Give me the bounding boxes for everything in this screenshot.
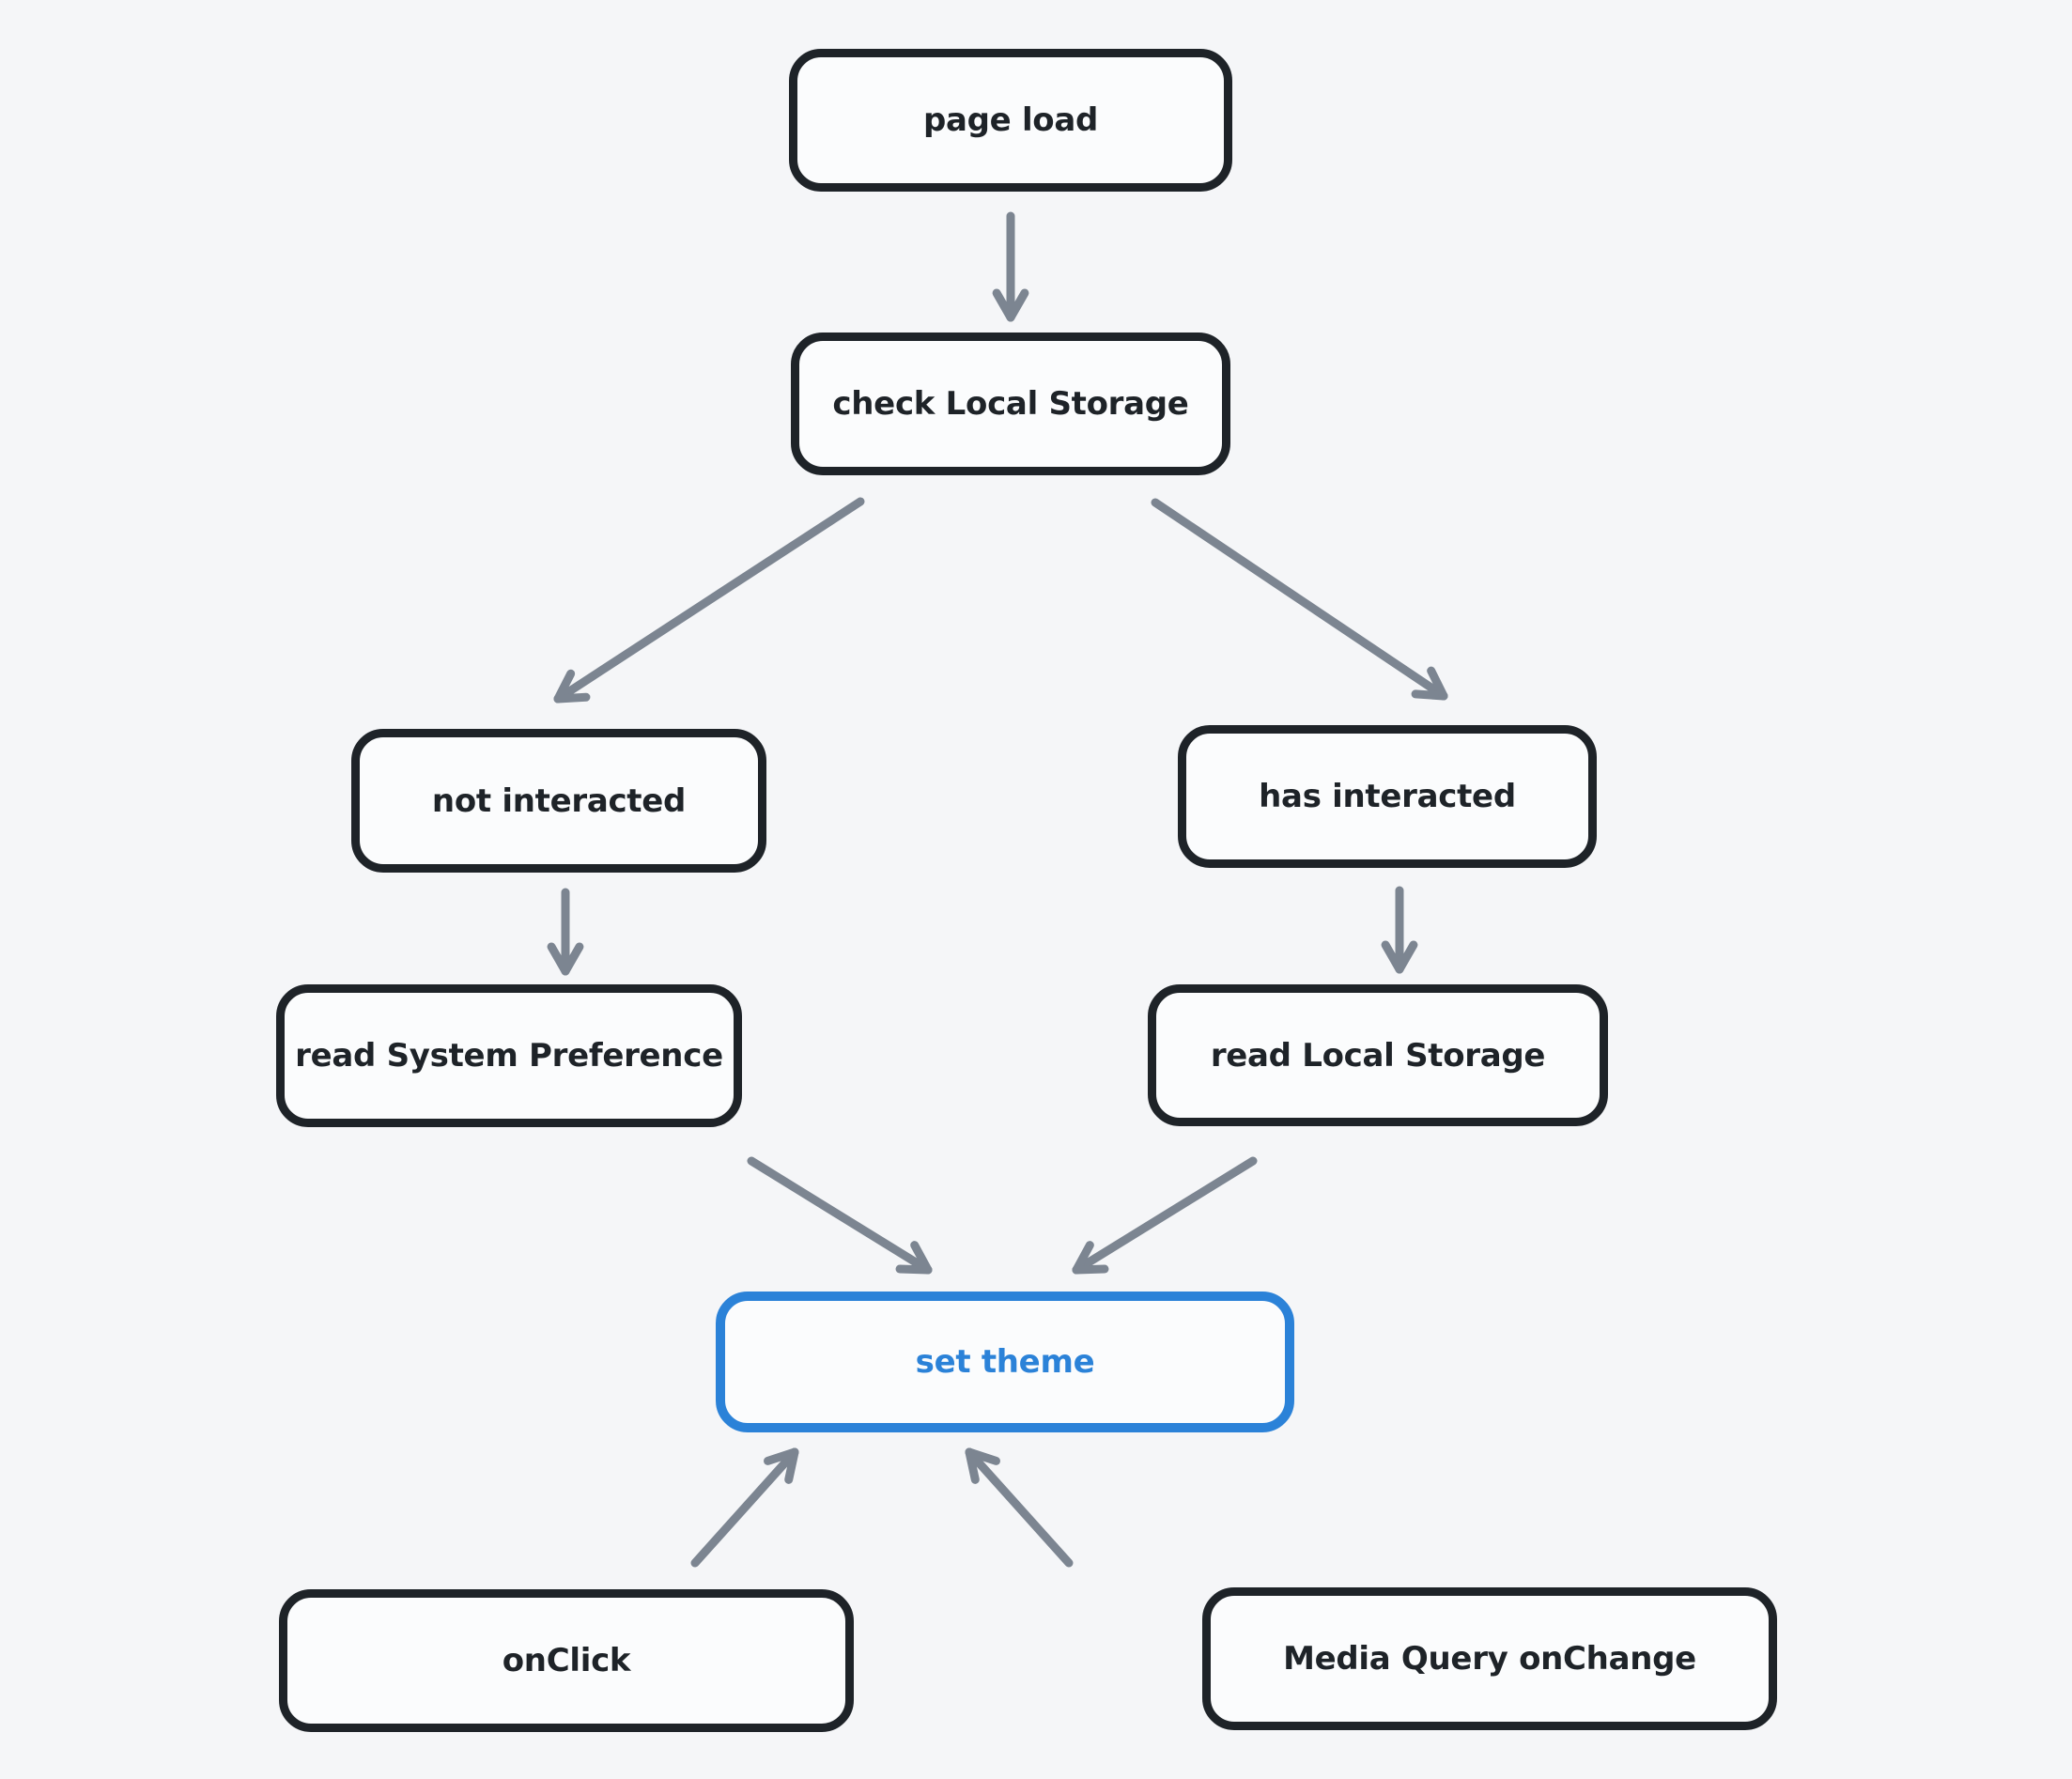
node-read-system-preference: read System Preference (276, 984, 742, 1127)
node-read-local-storage: read Local Storage (1148, 984, 1608, 1126)
node-page-load-label: page load (922, 101, 1099, 139)
node-onclick: onClick (279, 1589, 854, 1732)
arrow-page-load-to-check-local-storage (992, 211, 1029, 322)
arrow-media-query-onchange-to-set-theme (965, 1447, 1074, 1568)
node-set-theme-label: set theme (915, 1343, 1095, 1381)
node-has-interacted: has interacted (1178, 725, 1597, 868)
arrow-has-interacted-to-read-local-storage (1381, 886, 1418, 974)
node-read-local-storage-label: read Local Storage (1210, 1036, 1546, 1075)
node-read-system-preference-label: read System Preference (295, 1037, 723, 1075)
arrow-read-system-preference-to-set-theme (747, 1156, 933, 1275)
node-onclick-label: onClick (502, 1642, 631, 1679)
node-not-interacted: not interacted (351, 729, 766, 873)
arrow-check-local-storage-to-not-interacted (553, 497, 865, 704)
node-check-local-storage-label: check Local Storage (832, 385, 1189, 423)
node-media-query-onchange-label: Media Query onChange (1283, 1640, 1696, 1678)
node-page-load: page load (789, 49, 1232, 192)
arrow-onclick-to-set-theme (690, 1447, 799, 1568)
arrow-read-local-storage-to-set-theme (1072, 1156, 1258, 1275)
node-check-local-storage: check Local Storage (791, 333, 1230, 475)
node-media-query-onchange: Media Query onChange (1202, 1587, 1777, 1730)
arrow-check-local-storage-to-has-interacted (1151, 498, 1448, 701)
node-set-theme: set theme (716, 1292, 1294, 1432)
arrow-not-interacted-to-read-system-preference (547, 888, 584, 976)
node-not-interacted-label: not interacted (431, 781, 687, 820)
node-has-interacted-label: has interacted (1259, 778, 1516, 815)
